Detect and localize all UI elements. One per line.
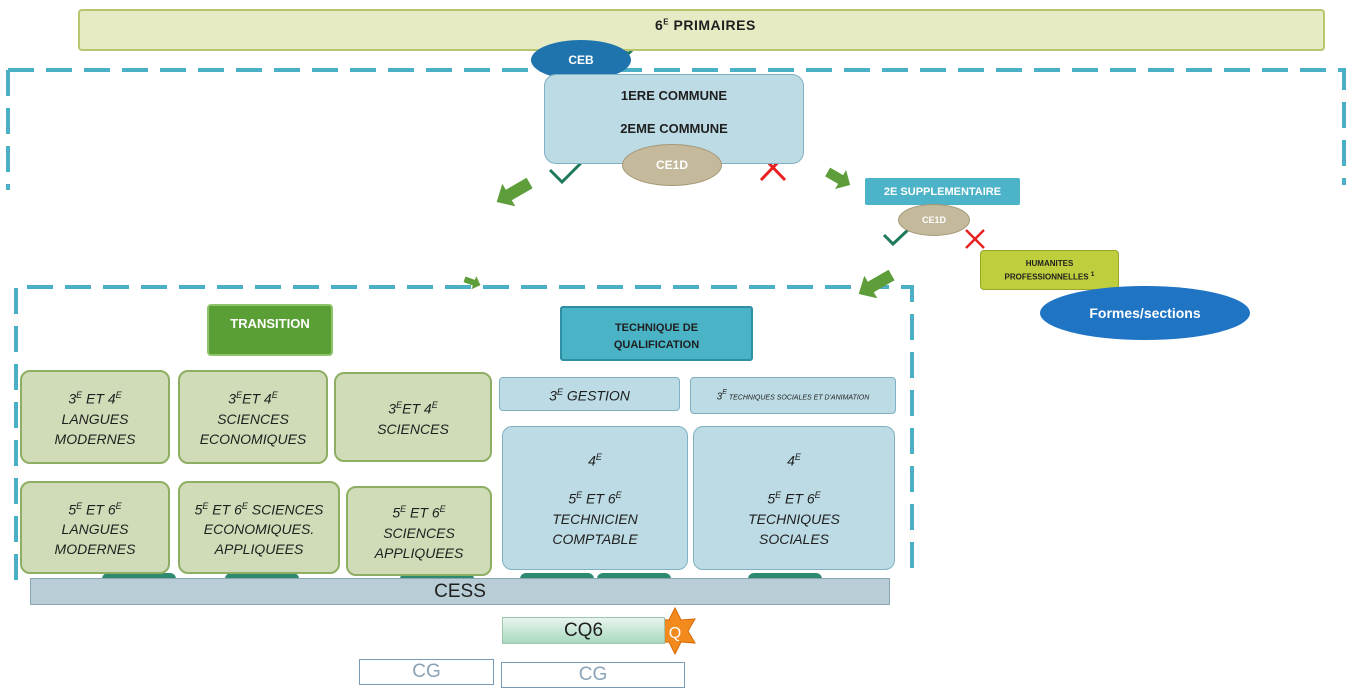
box-sciences-economiques-3-4: 3EET 4E SCIENCES ECONOMIQUES [178, 370, 328, 464]
transition-header: TRANSITION [207, 304, 333, 356]
box-tab [748, 573, 822, 581]
ce1d-oval: CE1D [622, 144, 722, 186]
ce1d-supp-oval: CE1D [898, 204, 970, 236]
check-ce1d-supp-icon [882, 226, 912, 247]
humanites-line2: PROFESSIONNELLES 1 [1004, 271, 1095, 282]
arrow-right-icon [825, 167, 851, 190]
primaires-bar [78, 9, 1325, 51]
box-sciences-economiques-5-6: 5E ET 6E SCIENCES ECONOMIQUES. APPLIQUEE… [178, 481, 340, 574]
commune-label-2: 2EME COMMUNE [620, 121, 728, 136]
box-techniques-sociales: 4E 5E ET 6E TECHNIQUES SOCIALES [693, 426, 895, 570]
box-gestion-3: 3E GESTION [499, 377, 680, 411]
cg-right-box: CG [501, 662, 685, 688]
humanites-line1: HUMANITES [1025, 259, 1074, 268]
formes-sections-oval: Formes/sections [1040, 286, 1250, 340]
q-badge-label: Q [669, 625, 681, 642]
box-tab [597, 573, 671, 581]
supplementaire-box: 2E SUPPLEMENTAIRE [865, 178, 1020, 205]
box-tab [400, 573, 474, 581]
arrow-down-left-icon [858, 269, 895, 299]
commune-dashed-frame [6, 68, 1346, 190]
cq6-bar: CQ6 [502, 617, 665, 644]
check-ce1d-icon [548, 156, 588, 185]
commune-label-1: 1ERE COMMUNE [620, 88, 728, 103]
box-tab [225, 573, 299, 581]
box-technicien-comptable: 4E 5E ET 6E TECHNICIEN COMPTABLE [502, 426, 688, 570]
box-langues-modernes-5-6: 5E ET 6E LANGUES MODERNES [20, 481, 170, 574]
technique-line2: QUALIFICATION [613, 339, 700, 351]
cg-left-box: CG [359, 659, 494, 685]
box-sciences-3-4: 3EET 4E SCIENCES [334, 372, 492, 462]
box-tab [520, 573, 594, 581]
sections-dashed-frame [14, 285, 914, 580]
cess-bar: CESS [30, 578, 890, 605]
primaires-label: 6E PRIMAIRES [655, 17, 756, 33]
humanites-box: HUMANITES PROFESSIONNELLES 1 [980, 250, 1119, 290]
cross-ce1d-supp-icon [965, 229, 985, 249]
box-techniques-sociales-3: 3E TECHNIQUES SOCIALES ET D'ANIMATION [690, 377, 896, 414]
arrow-small-icon [463, 276, 481, 290]
arrow-left-icon [496, 177, 533, 207]
ceb-oval: CEB [531, 40, 631, 80]
technique-header: TECHNIQUE DE QUALIFICATION [560, 306, 753, 361]
box-tab [102, 573, 176, 581]
box-sciences-appliquees-5-6: 5E ET 6E SCIENCES APPLIQUEES [346, 486, 492, 576]
technique-line1: TECHNIQUE DE [614, 322, 699, 334]
box-langues-modernes-3-4: 3E ET 4E LANGUES MODERNES [20, 370, 170, 464]
